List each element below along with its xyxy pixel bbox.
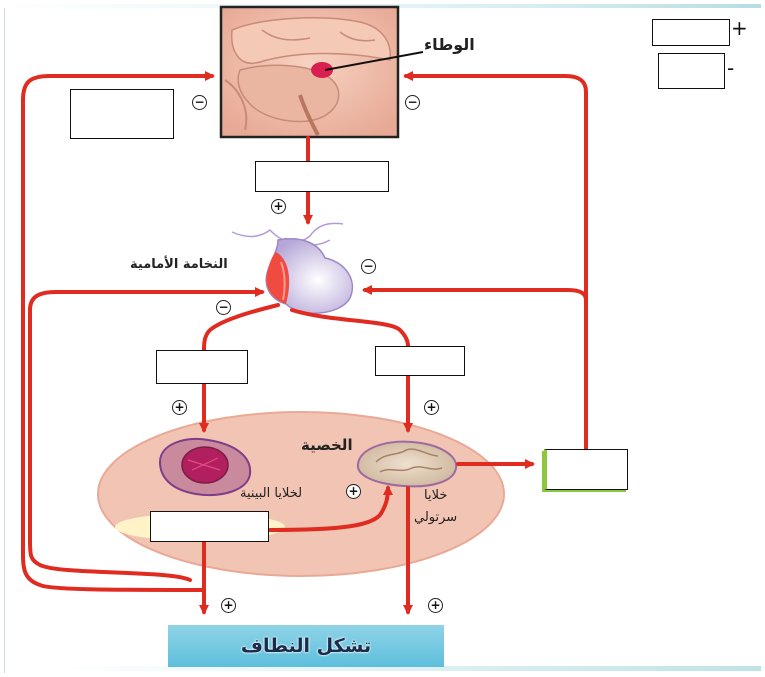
answer-box-lh[interactable] [156, 350, 248, 384]
pituitary-image [231, 222, 354, 314]
answer-box-inhibin[interactable] [544, 449, 628, 490]
plus-symbol-sertoli: + [424, 400, 439, 415]
minus-symbol-pituitary-left: − [216, 300, 231, 315]
legend-minus-box[interactable] [658, 53, 725, 89]
label-testis: الخصية [301, 436, 353, 454]
minus-symbol-pituitary-right: − [361, 259, 376, 274]
plus-symbol-leydig-down: + [221, 598, 236, 613]
feedback-arrows [21, 71, 588, 615]
answer-box-gnrh[interactable] [255, 161, 389, 192]
answer-box-left-inhibitor[interactable] [70, 89, 174, 139]
label-sertoli-line2: سرتولي [414, 510, 458, 525]
minus-symbol-brain-right: − [405, 95, 420, 110]
label-anterior-pituitary: النخامة الأمامية [130, 257, 228, 272]
sperm-formation-banner: تشكل النطاف [168, 625, 444, 667]
legend-plus-sign: + [731, 16, 748, 40]
label-interstitial-cells: لخلايا البينية [240, 486, 303, 501]
figure-frame [4, 4, 762, 673]
minus-symbol-brain-left: − [192, 95, 207, 110]
plus-symbol-sertoli-down: + [428, 598, 443, 613]
plus-symbol-leydig: + [172, 400, 187, 415]
legend-plus-box[interactable] [652, 19, 730, 46]
legend-minus-sign: - [727, 56, 735, 80]
bottom-gradient-line [60, 666, 761, 671]
label-hypothalamus: الوطاء [424, 35, 475, 54]
label-sertoli-line1: خلايا [424, 488, 448, 503]
answer-box-fsh[interactable] [375, 346, 465, 376]
brain-image [219, 5, 424, 139]
answer-box-testosterone[interactable] [150, 511, 269, 542]
plus-symbol-brain-to-pituitary: + [271, 199, 286, 214]
plus-symbol-testosterone-to-sertoli: + [346, 484, 361, 499]
